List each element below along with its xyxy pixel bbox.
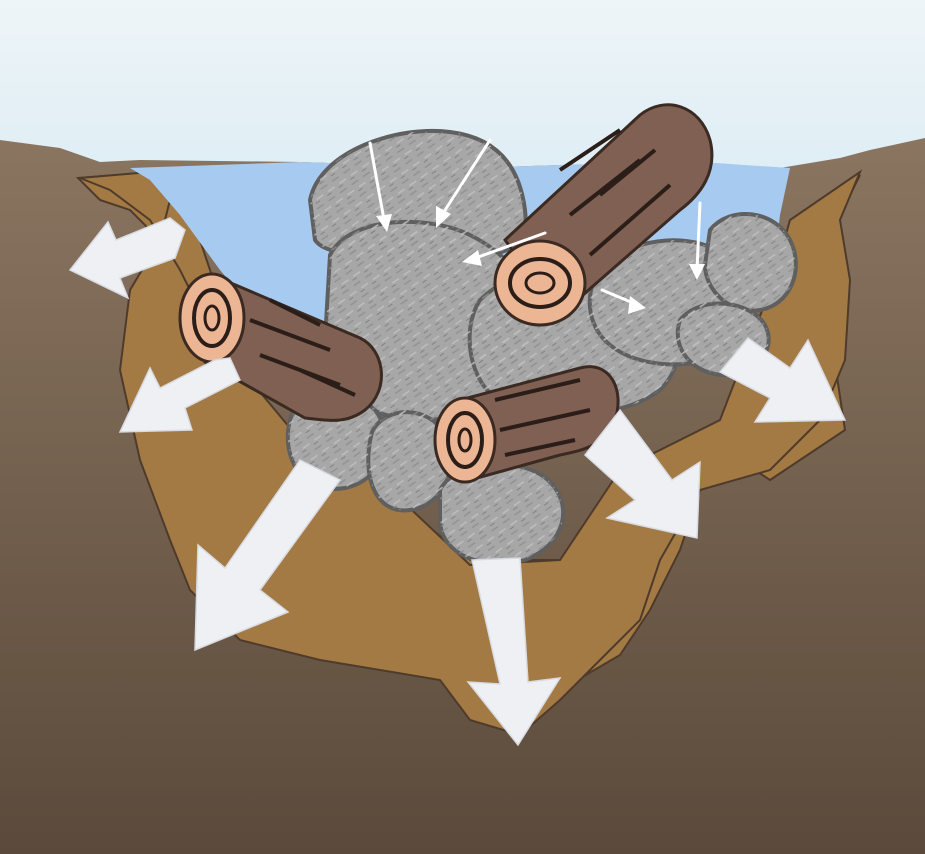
- riverbed-diagram: [0, 0, 925, 854]
- scene-container: [0, 0, 925, 854]
